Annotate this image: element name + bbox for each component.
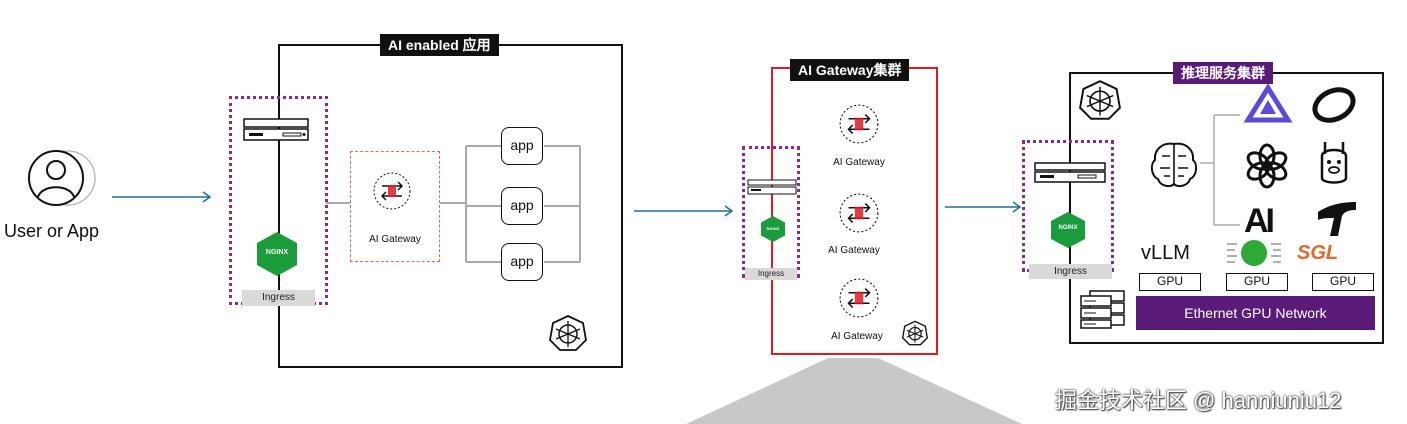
ai-gateway-icon [373, 172, 411, 210]
openai-ring-logo-icon [1312, 87, 1356, 123]
app-gateway-label: AI Gateway [369, 234, 421, 245]
server-rack-icon [1080, 290, 1125, 329]
app-box-3: app [501, 243, 543, 281]
inference-cluster-title: 推理服务集群 [1173, 62, 1273, 84]
anthropic-logo-icon: AI [1244, 202, 1275, 240]
perplexity-logo-icon [1318, 202, 1356, 236]
qwen-logo-icon [1243, 83, 1293, 123]
vllm-logo: vLLM [1141, 242, 1190, 264]
nginx-icon [257, 232, 297, 276]
kubernetes-icon [901, 320, 929, 346]
arrow-user-to-app [112, 191, 212, 203]
gateway-label-2: AI Gateway [828, 245, 880, 256]
user-label: User or App [4, 221, 100, 241]
app-box-2: app [501, 187, 543, 225]
inference-ingress-box [1022, 140, 1114, 272]
gpu-network-bar: Ethernet GPU Network [1136, 296, 1375, 330]
nginx-icon [761, 216, 785, 242]
openai-logo-icon [1246, 143, 1288, 189]
app-ingress-label: Ingress [242, 290, 315, 306]
tensorrt-logo-icon [1227, 240, 1281, 266]
inference-ingress-label: Ingress [1029, 264, 1112, 279]
ai-gateway-icon [839, 193, 879, 233]
gpu-box-2: GPU [1226, 273, 1288, 291]
app-cluster-title: AI enabled 应用 [380, 34, 499, 56]
nginx-label: NGINX [766, 226, 780, 231]
model-connector-lines [1200, 114, 1240, 226]
ai-gateway-icon [839, 104, 879, 144]
watermark: 掘金技术社区 @ hanniuniu12 [1055, 388, 1342, 413]
gateway-label-1: AI Gateway [833, 157, 885, 168]
arrow-gateway-to-inference [945, 201, 1022, 213]
user-icon [28, 150, 96, 206]
app-box-1: app [501, 127, 543, 165]
arrow-app-to-gateway [634, 205, 734, 217]
server-icon [243, 118, 309, 141]
app-connector-lines [326, 145, 581, 263]
gateway-label-3: AI Gateway [831, 331, 883, 342]
gateway-ingress-label: Ingress [745, 268, 797, 280]
kubernetes-icon [549, 315, 587, 351]
gpu-box-1: GPU [1139, 273, 1201, 291]
ai-gateway-icon [839, 278, 879, 318]
nginx-label: NGINX [1058, 225, 1078, 231]
nginx-icon [1051, 212, 1085, 248]
gpu-box-3: GPU [1312, 273, 1374, 291]
nginx-label: NGINX [265, 249, 289, 256]
server-icon [1034, 162, 1106, 183]
brain-icon [1150, 142, 1198, 188]
kubernetes-icon [1079, 80, 1121, 120]
server-icon [747, 179, 797, 195]
app-gateway-box [350, 151, 440, 262]
gateway-cluster-title: AI Gateway集群 [790, 59, 910, 81]
sglang-logo: SGL [1297, 242, 1339, 264]
llama-logo-icon [1320, 142, 1348, 184]
